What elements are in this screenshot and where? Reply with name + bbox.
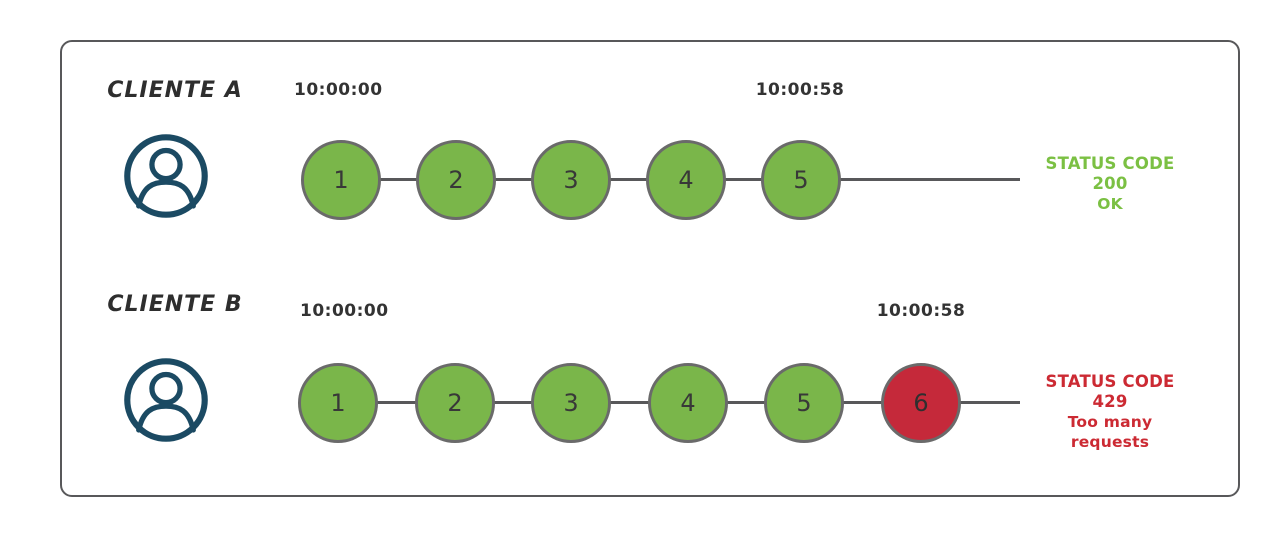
request-number: 3 [563, 166, 579, 194]
client-b-label: CLIENTE B [107, 292, 243, 317]
request-number: 1 [330, 389, 346, 417]
status-message: STATUS CODE 200 OK [1026, 154, 1194, 214]
request-circle: 4 [646, 140, 726, 220]
request-number: 4 [678, 166, 694, 194]
status-detail-line: Too many requests [1067, 413, 1153, 451]
request-number: 2 [447, 389, 463, 417]
timestamp-end: 10:00:58 [755, 80, 845, 100]
status-detail-line: OK [1097, 195, 1123, 213]
request-number: 4 [680, 389, 696, 417]
user-avatar-icon [122, 356, 210, 444]
client-a-label: CLIENTE A [107, 78, 243, 103]
status-code-line: STATUS CODE 429 [1045, 372, 1175, 411]
timestamp-start: 10:00:00 [294, 80, 383, 100]
request-number: 1 [333, 166, 349, 194]
request-number: 3 [563, 389, 579, 417]
timestamp-start: 10:00:00 [300, 301, 389, 321]
status-message: STATUS CODE 429 Too many requests [1026, 372, 1194, 452]
request-circle-blocked: 6 [881, 363, 961, 443]
request-circle: 2 [415, 363, 495, 443]
diagram-frame [60, 40, 1240, 497]
request-number: 5 [793, 166, 809, 194]
request-circle: 5 [764, 363, 844, 443]
timestamp-end: 10:00:58 [876, 301, 966, 321]
request-circle: 1 [298, 363, 378, 443]
request-number: 5 [796, 389, 812, 417]
request-circle: 4 [648, 363, 728, 443]
user-avatar-icon [122, 132, 210, 220]
request-circle: 5 [761, 140, 841, 220]
request-circle: 1 [301, 140, 381, 220]
request-circle: 3 [531, 363, 611, 443]
request-circle: 3 [531, 140, 611, 220]
request-circle: 2 [416, 140, 496, 220]
request-number: 2 [448, 166, 464, 194]
request-number: 6 [913, 389, 929, 417]
status-code-line: STATUS CODE 200 [1045, 154, 1175, 193]
